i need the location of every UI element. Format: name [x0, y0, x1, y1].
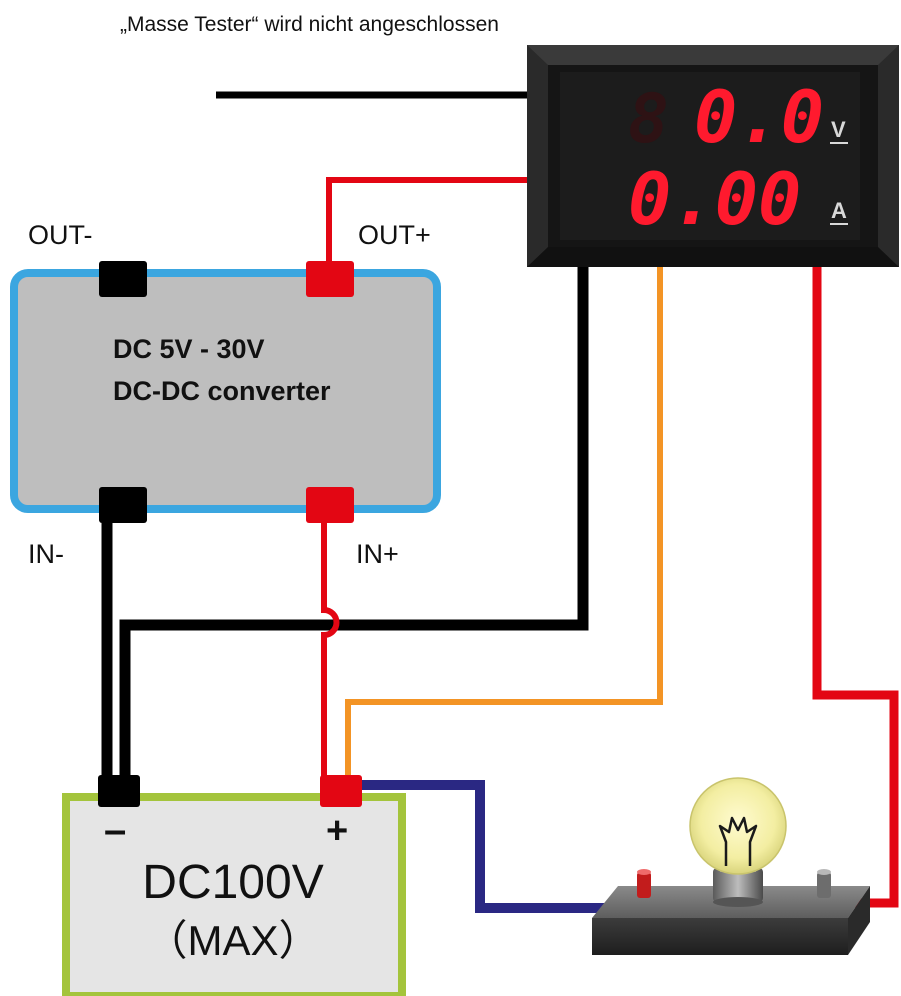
- terminal-out-plus: [306, 261, 354, 297]
- bulb-base-side: [848, 886, 870, 955]
- source-max: （MAX）: [145, 917, 320, 964]
- bulb-icon: [592, 777, 870, 955]
- bulb-terminal-left: [637, 872, 651, 898]
- current-unit: A: [831, 198, 847, 223]
- source-plus-label: +: [326, 810, 348, 852]
- bulb-filament: [718, 816, 758, 866]
- volt-amp-meter: 8 0.0 V 0.00 A: [527, 45, 899, 267]
- label-in-minus: IN-: [28, 539, 64, 569]
- meter-ghost-digit: 8: [628, 80, 669, 159]
- red-wire-in-plus-to-source-plus: [321, 520, 340, 790]
- dc-dc-converter: DC 5V - 30V DC-DC converter: [10, 261, 441, 523]
- source-terminal-plus: [320, 775, 362, 807]
- converter-range: DC 5V - 30V: [113, 334, 265, 364]
- source-terminal-minus: [98, 775, 140, 807]
- voltage-unit: V: [831, 117, 846, 142]
- note-text: „Masse Tester“ wird nicht angeschlossen: [120, 13, 499, 36]
- converter-name: DC-DC converter: [113, 376, 331, 406]
- terminal-in-plus: [306, 487, 354, 523]
- bulb-glass: [689, 777, 787, 875]
- navy-wire-source-to-bulb: [352, 780, 645, 913]
- orange-wire-meter-to-source-plus: [345, 262, 663, 790]
- bulb-base-front: [592, 918, 848, 955]
- label-out-plus: OUT+: [358, 220, 431, 250]
- dc-source: – + DC100V （MAX）: [62, 775, 406, 996]
- label-in-plus: IN+: [356, 539, 399, 569]
- terminal-out-minus: [99, 261, 147, 297]
- red-wire-meter-to-bulb: [812, 262, 899, 908]
- label-out-minus: OUT-: [28, 220, 93, 250]
- red-wire-meter-to-out-plus: [326, 177, 533, 272]
- source-voltage: DC100V: [142, 856, 323, 909]
- voltage-reading: 0.0: [694, 75, 824, 159]
- bulb-terminal-right: [817, 872, 831, 898]
- source-minus-label: –: [104, 808, 126, 852]
- terminal-in-minus: [99, 487, 147, 523]
- bulb-socket: [713, 868, 763, 902]
- black-wire-meter-to-source-minus: [119, 262, 589, 795]
- meter-display: [560, 72, 860, 240]
- current-reading: 0.00: [628, 157, 801, 241]
